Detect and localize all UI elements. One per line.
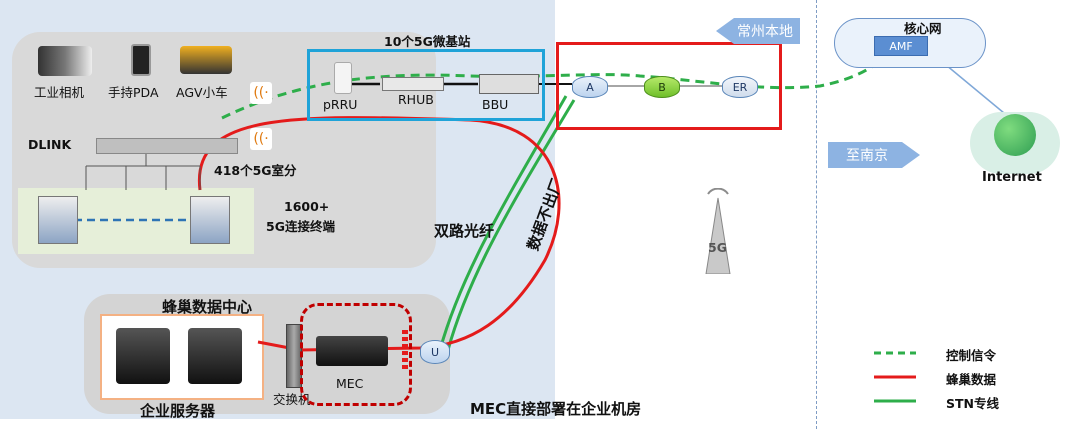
- node-a: A: [572, 76, 608, 98]
- legend-label-stn: STN专线: [946, 396, 999, 411]
- internet-label: Internet: [982, 170, 1042, 185]
- bbu-device: [479, 74, 539, 94]
- base-station-box: [307, 49, 545, 121]
- mec-red-ports: [402, 330, 408, 370]
- core-transport-box: [556, 42, 782, 130]
- dlink-switch-device: [96, 138, 238, 154]
- terminal-machine-1: [38, 196, 78, 244]
- agv-label: AGV小车: [176, 85, 228, 100]
- bbu-label: BBU: [482, 97, 509, 112]
- rhub-label: RHUB: [398, 92, 434, 107]
- mec-label: MEC: [336, 376, 364, 391]
- dlink-label: DLINK: [28, 137, 72, 152]
- core-network-label: 核心网: [904, 21, 942, 36]
- node-er: ER: [722, 76, 758, 98]
- node-u: U: [420, 340, 450, 364]
- amf-box: AMF: [874, 36, 928, 56]
- mec-boundary: [300, 303, 412, 406]
- terminals-desc-label: 5G连接终端: [266, 219, 335, 234]
- region-divider: [816, 0, 817, 429]
- wireless-signal-icon-2: ((·: [250, 128, 272, 150]
- 5g-tower-label: 5G: [708, 240, 727, 255]
- enterprise-servers-label: 企业服务器: [140, 402, 216, 420]
- prru-device: [334, 62, 352, 94]
- legend: [872, 343, 922, 417]
- terminal-machine-2: [190, 196, 230, 244]
- changzhou-local-arrow: 常州本地: [716, 18, 800, 44]
- legend-label-control: 控制信令: [946, 348, 997, 363]
- indoor-cells-label: 418个5G室分: [214, 163, 297, 178]
- mec-server: [316, 336, 388, 366]
- node-b: B: [644, 76, 680, 98]
- cellular-data-path: [197, 116, 561, 352]
- server-1: [116, 328, 170, 384]
- data-center-title: 蜂巢数据中心: [162, 298, 253, 316]
- control-signalling-path: [221, 58, 882, 120]
- industrial-camera-label: 工业相机: [34, 85, 85, 100]
- handheld-pda-image: [131, 44, 151, 76]
- prru-label: pRRU: [323, 97, 358, 112]
- stn-fiber-2: [438, 95, 568, 351]
- server-2: [188, 328, 242, 384]
- rhub-device: [382, 77, 444, 91]
- 5g-tower-icon: [700, 187, 736, 275]
- stn-fiber-1: [446, 99, 576, 351]
- agv-image: [180, 46, 232, 74]
- legend-label-data: 蜂巢数据: [946, 372, 997, 387]
- base-station-title: 10个5G微基站: [384, 34, 471, 49]
- mec-deploy-note: MEC直接部署在企业机房: [470, 400, 642, 418]
- handheld-pda-label: 手持PDA: [108, 85, 159, 100]
- dual-fiber-label: 双路光纤: [434, 222, 495, 240]
- wireless-signal-icon: ((·: [250, 82, 272, 104]
- industrial-camera-image: [38, 46, 92, 76]
- terminals-count-label: 1600+: [284, 199, 330, 214]
- to-nanjing-arrow: 至南京: [828, 142, 920, 168]
- globe-icon: [994, 114, 1036, 156]
